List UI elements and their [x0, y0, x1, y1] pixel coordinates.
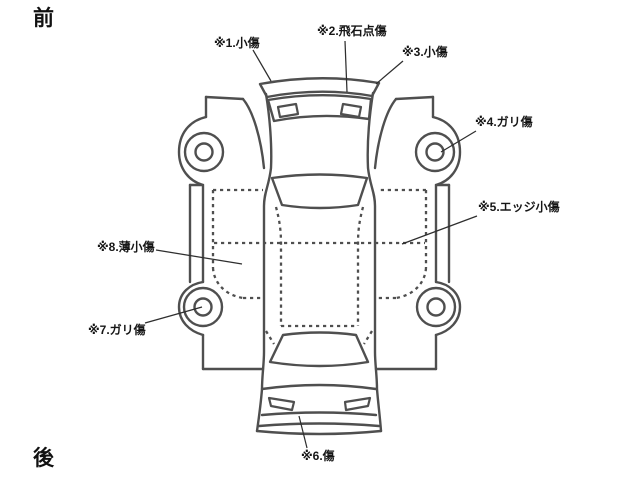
c-pillar-dash-right [363, 330, 373, 345]
trunk-line [260, 383, 378, 391]
wheel-front-right-hub [425, 142, 445, 162]
wheel-rear-left-outer [182, 286, 224, 328]
damage-label-8: ※8.薄小傷 [97, 240, 155, 254]
car-body-top-view [255, 77, 383, 436]
windshield [270, 173, 369, 210]
wheel-front-left-hub [194, 142, 214, 162]
rear-window [268, 331, 370, 368]
left-side-panel [177, 95, 266, 371]
leader-line-3 [375, 60, 404, 85]
damage-label-4: ※4.ガリ傷 [475, 115, 533, 129]
wheel-front-left-outer [183, 131, 225, 173]
headlight-left [276, 102, 300, 119]
left-a-pillar-curve [241, 97, 266, 170]
rear-bumper-line-upper [260, 411, 378, 417]
left-rear-wheel-arch [177, 280, 205, 337]
leader-line-8 [155, 249, 243, 265]
leader-line-7 [144, 306, 203, 324]
leader-line-2 [344, 40, 348, 93]
damage-label-3: ※3.小傷 [402, 45, 448, 59]
right-door-dashed-arch [395, 267, 428, 300]
right-side-panel [373, 95, 462, 371]
roof-dashed-right [356, 206, 365, 326]
rear-orientation-label: 後 [33, 447, 55, 470]
damage-label-1: ※1.小傷 [214, 36, 260, 50]
leader-lines [144, 40, 478, 449]
left-panel-top-edge [204, 95, 245, 101]
taillight-right [343, 396, 372, 412]
wheels [182, 131, 457, 328]
wheel-rear-right-hub [426, 297, 446, 317]
leader-line-1 [252, 49, 272, 82]
body-side-edge-right [366, 91, 383, 433]
left-front-wheel-arch [177, 115, 208, 187]
damage-label-2: ※2.飛石点傷 [317, 24, 387, 38]
leader-line-4 [440, 130, 477, 153]
wheel-rear-left-hub [193, 297, 213, 317]
c-pillar-dash-left [265, 330, 275, 345]
right-rear-wheel-arch [434, 280, 462, 337]
right-a-pillar-curve [373, 97, 398, 170]
left-door-dashed-arch [211, 267, 244, 300]
taillight-left [267, 396, 296, 412]
leader-line-6 [298, 415, 308, 449]
headlight-right [339, 102, 363, 119]
wheel-front-right-outer [414, 131, 456, 173]
damage-label-5: ※5.エッジ小傷 [478, 200, 560, 214]
damage-label-6: ※6.傷 [301, 449, 335, 463]
leader-line-5 [401, 215, 478, 245]
dashed-panel-outlines [211, 188, 428, 345]
wheel-rear-right-outer [415, 286, 457, 328]
rear-bumper-line-lower [257, 422, 381, 428]
body-side-edge-left [255, 92, 273, 433]
rear-bumper-bottom [255, 429, 383, 436]
roof-dashed-left [274, 206, 283, 326]
damage-label-7: ※7.ガリ傷 [88, 323, 146, 337]
right-panel-top-edge [394, 95, 435, 101]
right-front-wheel-arch [431, 115, 462, 187]
front-orientation-label: 前 [33, 7, 55, 30]
